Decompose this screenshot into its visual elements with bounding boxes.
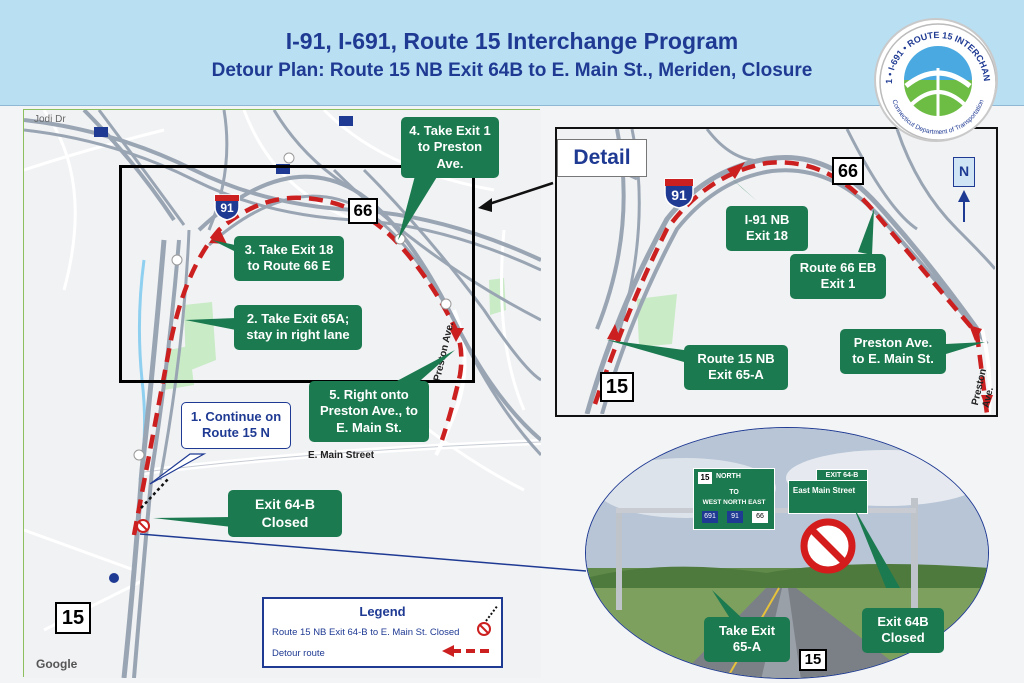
callout-step-3: 3. Take Exit 18 to Route 66 E bbox=[234, 236, 344, 281]
photo-callout-closed: Exit 64B Closed bbox=[862, 608, 944, 653]
route66-shield-detail: 66 bbox=[832, 157, 864, 185]
sign-directions: WEST NORTH EAST bbox=[702, 499, 766, 506]
route15-shield-main: 15 bbox=[55, 602, 91, 634]
google-attribution: Google bbox=[36, 657, 78, 671]
ctdot-logo: I-91 • I-691 • ROUTE 15 INTERCHANGE Conn… bbox=[874, 18, 998, 142]
north-arrow: N bbox=[953, 157, 975, 187]
exit-tab: EXIT 64-B bbox=[816, 469, 868, 481]
page-subtitle: Detour Plan: Route 15 NB Exit 64B to E. … bbox=[211, 60, 813, 81]
overhead-sign-left: 15 NORTH TO WEST NORTH EAST 691 91 66 bbox=[693, 468, 775, 530]
overhead-sign-right: East Main Street bbox=[788, 480, 868, 514]
callout-step-2: 2. Take Exit 65A; stay in right lane bbox=[234, 305, 362, 350]
route15-shield-detail: 15 bbox=[600, 372, 634, 402]
legend: Legend Route 15 NB Exit 64-B to E. Main … bbox=[262, 597, 503, 668]
callout-step-4: 4. Take Exit 1 to Preston Ave. bbox=[401, 117, 499, 178]
sign-s91: 91 bbox=[727, 511, 743, 523]
photo-callout-take: Take Exit 65-A bbox=[704, 617, 790, 662]
photo-route15-shield: 15 bbox=[799, 649, 827, 671]
i91-shield-detail: 91 bbox=[663, 177, 695, 209]
callout-step-5: 5. Right onto Preston Ave., to E. Main S… bbox=[309, 381, 429, 442]
route66-shield-main: 66 bbox=[348, 198, 378, 224]
detail-callout-i91nb: I-91 NB Exit 18 bbox=[726, 206, 808, 251]
legend-title: Legend bbox=[359, 604, 406, 619]
sign-s691: 691 bbox=[702, 511, 718, 523]
i91-detail-label: 91 bbox=[671, 187, 687, 203]
detail-callout-rt15nb: Route 15 NB Exit 65-A bbox=[684, 345, 788, 390]
sign-east-main: East Main Street bbox=[792, 486, 856, 495]
north-label: N bbox=[958, 163, 970, 179]
detail-callout-preston: Preston Ave. to E. Main St. bbox=[840, 329, 946, 374]
legend-detour-label: Detour route bbox=[272, 648, 325, 659]
sign-to: TO bbox=[729, 489, 739, 496]
sign-north: NORTH bbox=[716, 473, 741, 480]
logo-graphic: I-91 • I-691 • ROUTE 15 INTERCHANGE Conn… bbox=[876, 20, 996, 140]
header-banner: I-91, I-691, Route 15 Interchange Progra… bbox=[0, 0, 1024, 106]
callout-closed-64b: Exit 64-B Closed bbox=[228, 490, 342, 537]
i91-shield-main: 91 bbox=[213, 193, 241, 221]
legend-symbols bbox=[442, 604, 499, 657]
detail-label: Detail bbox=[557, 139, 647, 177]
page-title: I-91, I-691, Route 15 Interchange Progra… bbox=[285, 28, 739, 54]
street-label-main: E. Main Street bbox=[308, 450, 375, 461]
closed-icon bbox=[800, 518, 856, 574]
street-label-jodi: Jodi Dr bbox=[34, 114, 66, 125]
sign-shield: 15 bbox=[698, 472, 712, 484]
sign-s66: 66 bbox=[752, 511, 768, 523]
detail-callout-rt66eb: Route 66 EB Exit 1 bbox=[790, 254, 886, 299]
main-map-roads bbox=[24, 110, 541, 678]
callout-step-1: 1. Continue on Route 15 N bbox=[181, 402, 291, 449]
main-map[interactable]: 91 66 15 Preston Ave. E. Main Street Jod… bbox=[23, 109, 541, 678]
i91-shield-label: 91 bbox=[220, 201, 234, 215]
legend-closed-label: Route 15 NB Exit 64-B to E. Main St. Clo… bbox=[272, 627, 460, 638]
detour-arrow-icon bbox=[442, 645, 454, 657]
